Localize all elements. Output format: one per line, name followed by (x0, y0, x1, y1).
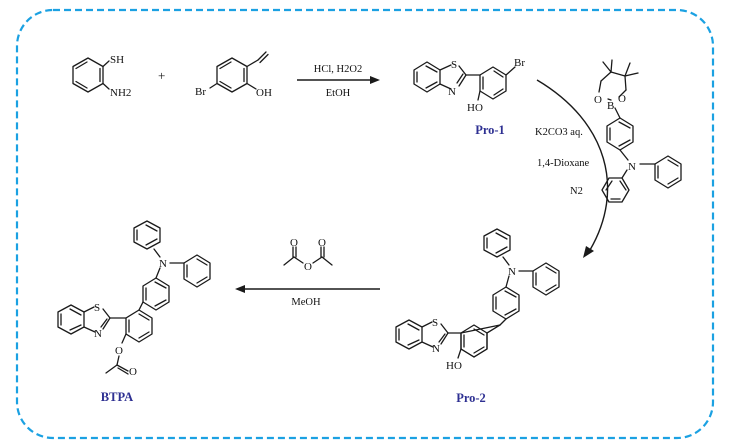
btpa-carbonyl-o-label: O (129, 366, 137, 378)
dashed-frame (15, 8, 715, 440)
btpa-n-label: N (159, 258, 167, 270)
btpa-ester-o-label: O (115, 345, 123, 357)
reaction-arrow-3-head (235, 285, 245, 293)
thiophenol-nh2-label: NH2 (110, 87, 131, 99)
pro2-n-label: N (508, 266, 516, 278)
reaction-1-reagent: HCl, H2O2 (314, 64, 362, 75)
reaction-2-atmosphere: N2 (570, 186, 583, 197)
reaction-3-solvent: MeOH (291, 297, 321, 308)
pro1-s-label: S (451, 59, 457, 71)
thiophenol-sh-label: SH (110, 54, 124, 66)
pro2-compound-label: Pro-2 (456, 391, 486, 405)
pro1-n-label: N (448, 86, 456, 98)
anhydride-o-label: O (304, 261, 312, 273)
boronate-b-label: B (607, 100, 614, 112)
reaction-arrow-2 (536, 79, 609, 251)
aldehyde-oh-label: OH (256, 87, 272, 99)
reaction-arrow-1-head (370, 76, 380, 84)
pro2-s-label: S (432, 317, 438, 329)
acetic-anhydride-structure (283, 246, 333, 266)
boronate-o2-label: O (618, 93, 626, 105)
pro2-thiazole-n-label: N (432, 343, 440, 355)
pro1-structure (413, 61, 516, 101)
pro1-br-label: Br (514, 57, 525, 69)
plus-sign: + (158, 68, 165, 83)
btpa-structure (57, 220, 211, 375)
boronate-o1-label: O (594, 94, 602, 106)
aminothiophenol-structure (72, 57, 110, 93)
btpa-s-label: S (94, 302, 100, 314)
btpa-thiazole-n-label: N (94, 328, 102, 340)
bromosalicylaldehyde-structure (209, 51, 269, 93)
pro2-structure (395, 228, 560, 359)
pro1-ho-label: HO (467, 102, 483, 114)
btpa-compound-label: BTPA (101, 390, 133, 404)
boronate-structure (598, 59, 682, 203)
reaction-2-base: K2CO3 aq. (535, 127, 583, 138)
reaction-1-solvent: EtOH (326, 88, 351, 99)
reaction-arrow-2-head (583, 246, 594, 258)
pro1-compound-label: Pro-1 (475, 123, 505, 137)
reaction-2-solvent: 1,4-Dioxane (537, 158, 590, 169)
boronate-n-label: N (628, 161, 636, 173)
anhydride-o-left-label: O (290, 237, 298, 249)
pro2-ho-label: HO (446, 360, 462, 372)
anhydride-o-right-label: O (318, 237, 326, 249)
aldehyde-br-label: Br (195, 86, 206, 98)
